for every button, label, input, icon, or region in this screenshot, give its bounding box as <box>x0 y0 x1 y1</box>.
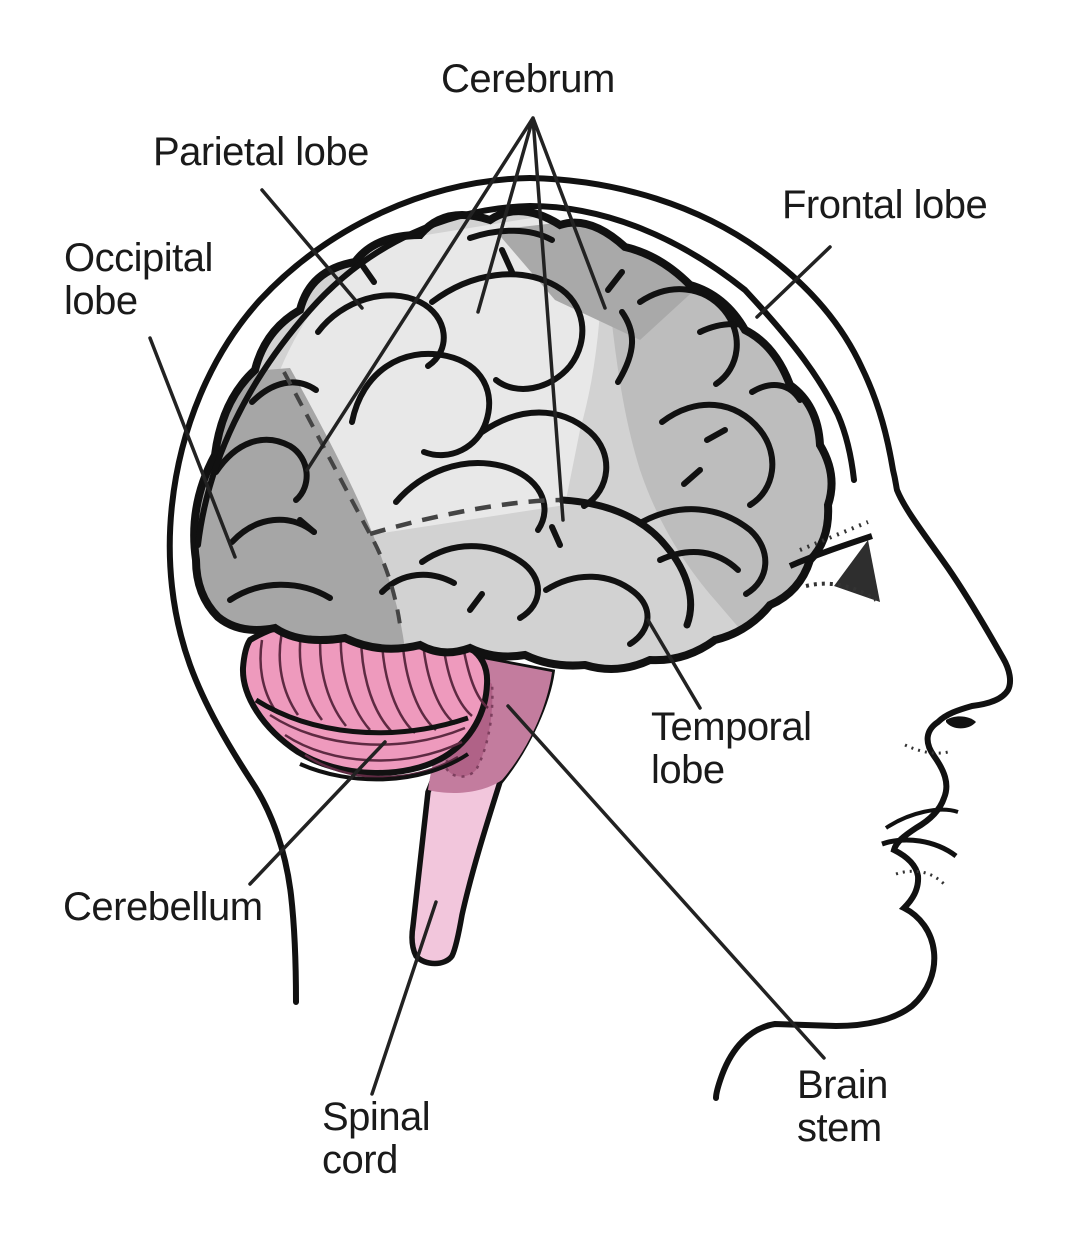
leader-lines <box>148 116 832 1096</box>
cerebrum-regions <box>194 211 832 669</box>
cerebellum <box>239 613 491 782</box>
frontal-leader-line <box>755 245 832 319</box>
parietal-leader-line <box>260 188 364 310</box>
upper-lip-line <box>884 807 959 830</box>
lower-lid-line <box>805 581 878 602</box>
label-cerebrum: Cerebrum <box>441 57 615 101</box>
label-temporal-lobe: Temporal lobe <box>651 705 812 793</box>
spinal-cord-leader-line <box>370 900 438 1096</box>
label-occipital-lobe: Occipital lobe <box>64 236 213 324</box>
brain-stem-leader-line <box>506 704 826 1060</box>
label-parietal-lobe: Parietal lobe <box>153 130 369 174</box>
label-cerebellum: Cerebellum <box>63 885 263 929</box>
cerebellum-fissure <box>254 697 469 736</box>
eyelid-line <box>788 533 873 569</box>
label-spinal-cord: Spinal cord <box>322 1095 431 1183</box>
cerebellum-leader-line <box>248 740 387 886</box>
occipital-leader-line <box>148 336 237 559</box>
head-outline <box>166 175 1014 1101</box>
label-brain-stem: Brain stem <box>797 1063 888 1151</box>
cerebellum-fissure-2 <box>299 752 470 782</box>
gyri-lines <box>213 227 803 647</box>
label-frontal-lobe: Frontal lobe <box>782 183 988 227</box>
face-details <box>788 520 976 886</box>
eye-shape <box>834 540 880 602</box>
skull-inner-line <box>195 202 857 548</box>
mouth-line <box>881 837 958 859</box>
nostril <box>946 716 976 729</box>
lobe-boundary-dashed-lines <box>282 371 563 633</box>
temporal-leader-line <box>646 618 702 710</box>
cerebrum-outline <box>190 207 836 673</box>
scalp-back-neck-line <box>166 175 533 1005</box>
face-profile-line <box>527 175 1014 1101</box>
cerebrum-leader-lines <box>305 116 607 522</box>
parietal-lobe-region <box>280 211 602 535</box>
